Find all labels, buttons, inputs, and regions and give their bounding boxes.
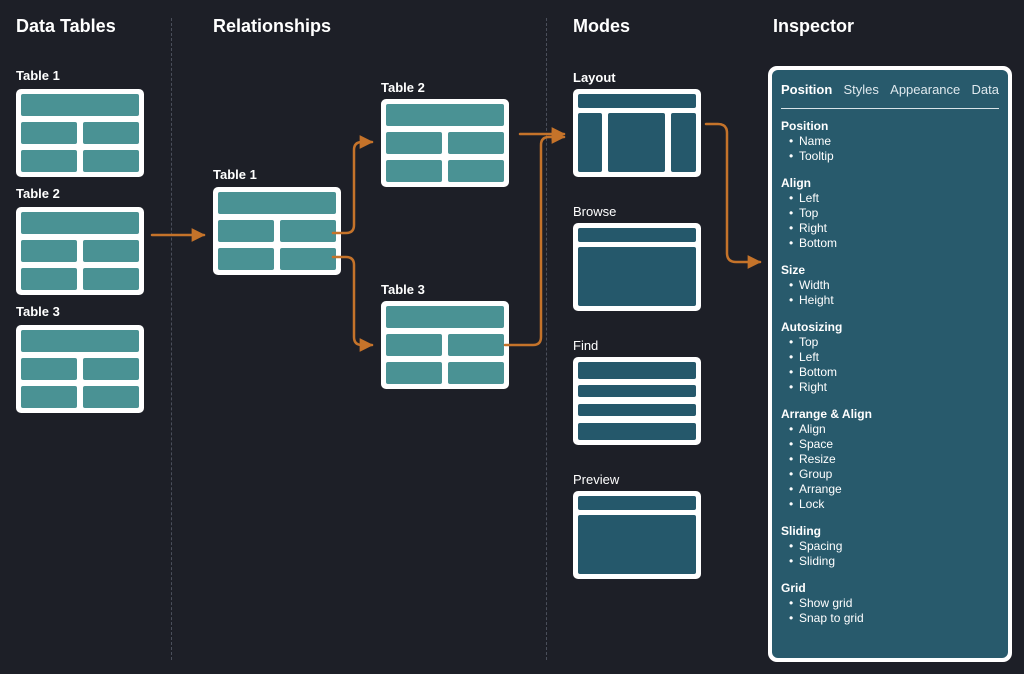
- mode-find-label: Find: [573, 338, 599, 353]
- section-item[interactable]: Arrange: [781, 482, 999, 497]
- section-title: Position: [781, 119, 829, 133]
- mode-find-card[interactable]: [573, 357, 701, 445]
- section-item[interactable]: Lock: [781, 497, 999, 512]
- section-item[interactable]: Snap to grid: [781, 611, 999, 626]
- section-arrange-align: Arrange & Align Align Space Resize Group…: [781, 407, 999, 512]
- section-title: Arrange & Align: [781, 407, 872, 421]
- section-item[interactable]: Bottom: [781, 365, 999, 380]
- section-item[interactable]: Top: [781, 206, 999, 221]
- mode-browse-card[interactable]: [573, 223, 701, 311]
- heading-inspector: Inspector: [773, 16, 855, 36]
- section-title: Align: [781, 176, 811, 190]
- arrow-table3-to-layout: [503, 130, 566, 347]
- tab-position[interactable]: Position: [781, 81, 833, 97]
- section-position: Position Name Tooltip: [781, 119, 999, 164]
- section-item[interactable]: Show grid: [781, 596, 999, 611]
- data-table-3-label: Table 3: [16, 304, 60, 319]
- relationship-table-2-label: Table 2: [381, 80, 425, 95]
- section-title: Size: [781, 263, 806, 277]
- section-item[interactable]: Space: [781, 437, 999, 452]
- relationship-table-3-label: Table 3: [381, 282, 425, 297]
- arrow-layout-to-inspector: [704, 122, 762, 269]
- section-item[interactable]: Right: [781, 380, 999, 395]
- relationship-table-3-card[interactable]: [381, 301, 509, 389]
- section-title: Grid: [781, 581, 806, 595]
- section-item[interactable]: Resize: [781, 452, 999, 467]
- section-item[interactable]: Spacing: [781, 539, 999, 554]
- mode-preview-label: Preview: [573, 472, 620, 487]
- heading-relationships: Relationships: [213, 16, 332, 36]
- data-table-2-card[interactable]: [16, 207, 144, 295]
- section-item[interactable]: Left: [781, 191, 999, 206]
- inspector-panel: Position Styles Appearance Data Position…: [768, 66, 1012, 662]
- section-grid: Grid Show grid Snap to grid: [781, 581, 999, 626]
- relationship-table-1-label: Table 1: [213, 167, 257, 182]
- mode-layout-label: Layout: [573, 70, 616, 85]
- data-table-3-card[interactable]: [16, 325, 144, 413]
- inspector-tabs: Position Styles Appearance Data: [781, 70, 999, 109]
- section-item[interactable]: Right: [781, 221, 999, 236]
- column-divider-1: [171, 18, 172, 660]
- section-title: Sliding: [781, 524, 821, 538]
- data-table-2-label: Table 2: [16, 186, 60, 201]
- section-item[interactable]: Top: [781, 335, 999, 350]
- section-item[interactable]: Name: [781, 134, 999, 149]
- section-title: Autosizing: [781, 320, 843, 334]
- mode-preview-card[interactable]: [573, 491, 701, 579]
- section-item[interactable]: Left: [781, 350, 999, 365]
- section-item[interactable]: Align: [781, 422, 999, 437]
- section-item[interactable]: Height: [781, 293, 999, 308]
- tab-data[interactable]: Data: [971, 81, 999, 97]
- relationship-table-1-card[interactable]: [213, 187, 341, 275]
- column-divider-2: [546, 18, 547, 660]
- heading-data-tables: Data Tables: [16, 16, 116, 36]
- tab-styles[interactable]: Styles: [843, 81, 879, 97]
- section-item[interactable]: Group: [781, 467, 999, 482]
- heading-modes: Modes: [573, 16, 631, 36]
- section-align: Align Left Top Right Bottom: [781, 176, 999, 251]
- data-table-1-card[interactable]: [16, 89, 144, 177]
- section-item[interactable]: Bottom: [781, 236, 999, 251]
- section-size: Size Width Height: [781, 263, 999, 308]
- relationship-table-2-card[interactable]: [381, 99, 509, 187]
- section-item[interactable]: Sliding: [781, 554, 999, 569]
- data-table-1-label: Table 1: [16, 68, 60, 83]
- tab-appearance[interactable]: Appearance: [890, 81, 961, 97]
- section-item[interactable]: Width: [781, 278, 999, 293]
- section-autosizing: Autosizing Top Left Bottom Right: [781, 320, 999, 395]
- section-item[interactable]: Tooltip: [781, 149, 999, 164]
- mode-layout-card[interactable]: [573, 89, 701, 177]
- mode-browse-label: Browse: [573, 204, 617, 219]
- section-sliding: Sliding Spacing Sliding: [781, 524, 999, 569]
